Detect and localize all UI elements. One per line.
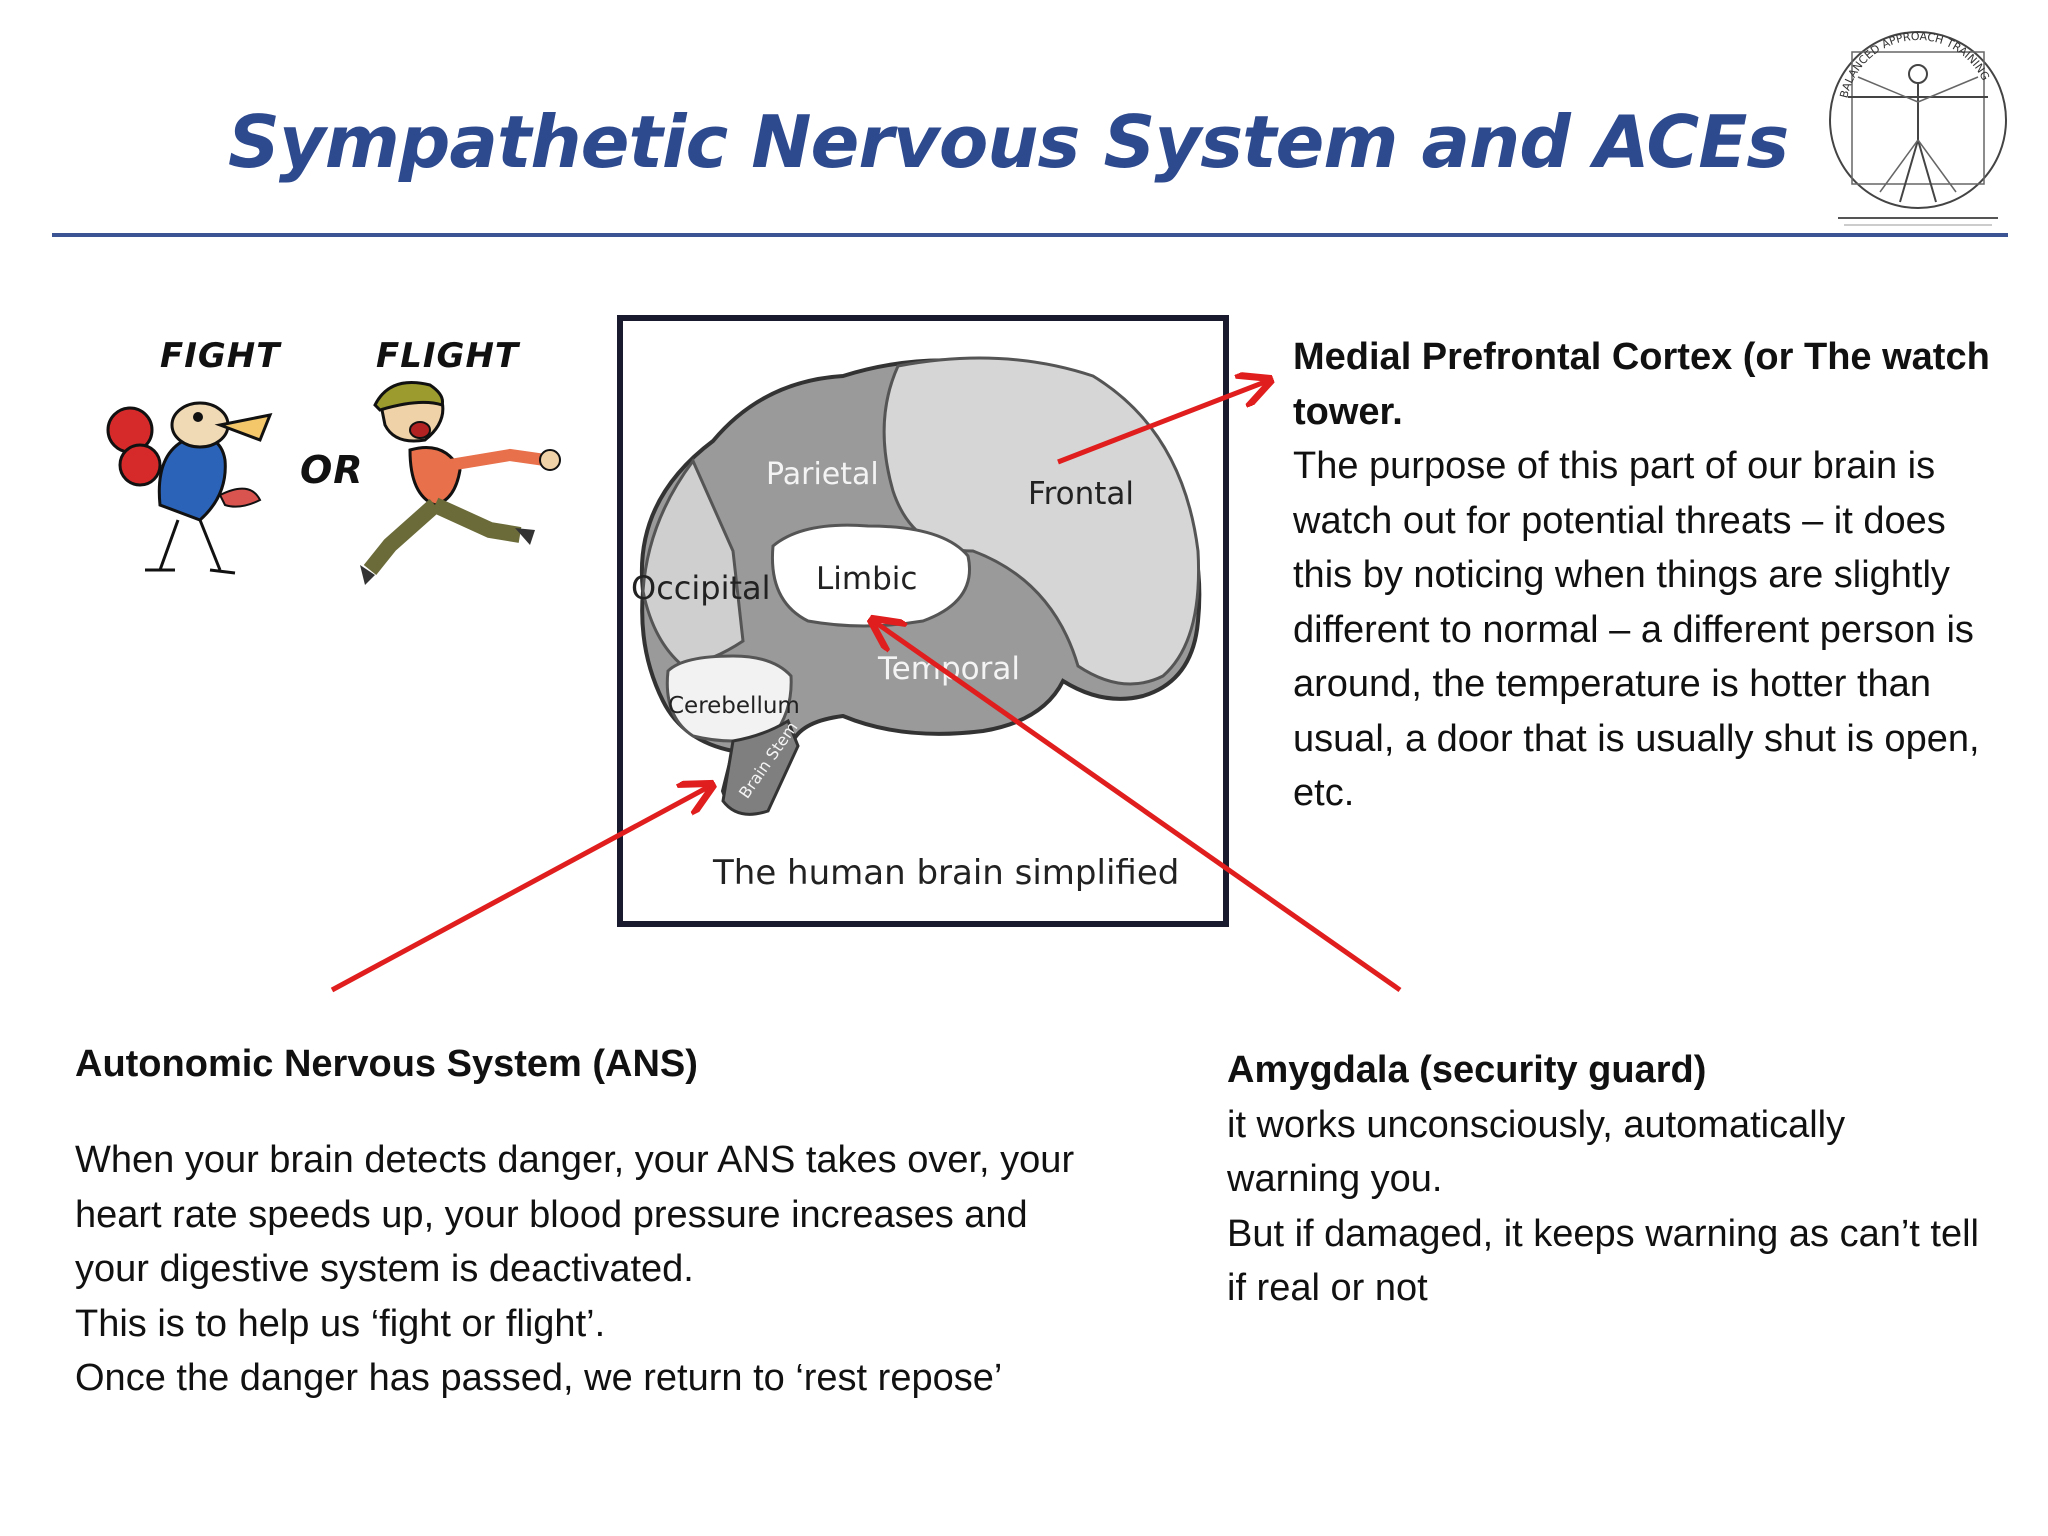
vitruvian-man-icon: BALANCED APPROACH TRAINING (1829, 30, 2007, 226)
fight-label: FIGHT (160, 336, 281, 376)
amygdala-heading: Amygdala (security guard) (1227, 1049, 1707, 1091)
running-boy-icon (360, 381, 561, 585)
limbic-label: Limbic (816, 561, 918, 597)
ans-body-2: This is to help us ‘fight or flight’. (75, 1302, 606, 1345)
ans-heading: Autonomic Nervous System (ANS) (75, 1043, 698, 1085)
mpc-callout: Medial Prefrontal Cortex (or The watch t… (1293, 330, 2013, 821)
or-label: OR (300, 448, 364, 492)
brain-diagram: Parietal Frontal Occipital Limbic Tempor… (617, 315, 1229, 927)
ans-body-1: When your brain detects danger, your ANS… (75, 1139, 1075, 1290)
amygdala-body-2: But if damaged, it keeps warning as can’… (1227, 1212, 1979, 1310)
cerebellum-label: Cerebellum (668, 693, 800, 719)
amygdala-callout: Amygdala (security guard) it works uncon… (1227, 1043, 1987, 1316)
title-divider (52, 233, 2008, 237)
brain-caption: The human brain simplified (713, 853, 1180, 893)
parietal-label: Parietal (766, 457, 879, 492)
slide-title: Sympathetic Nervous System and ACEs (228, 100, 1789, 184)
ans-body-3: Once the danger has passed, we return to… (75, 1357, 1003, 1399)
frontal-label: Frontal (1028, 476, 1135, 512)
flight-label: FLIGHT (376, 336, 520, 376)
occipital-label: Occipital (631, 569, 771, 607)
brain-illustration (639, 356, 1202, 816)
mpc-body: The purpose of this part of our brain is… (1293, 445, 1980, 814)
temporal-label: Temporal (878, 651, 1020, 687)
amygdala-body-1: it works unconsciously, automatically wa… (1227, 1103, 1846, 1201)
fighting-bird-icon (106, 401, 273, 575)
ans-callout: When your brain detects danger, your ANS… (75, 1133, 1085, 1406)
mpc-heading: Medial Prefrontal Cortex (or The watch t… (1293, 336, 1990, 433)
